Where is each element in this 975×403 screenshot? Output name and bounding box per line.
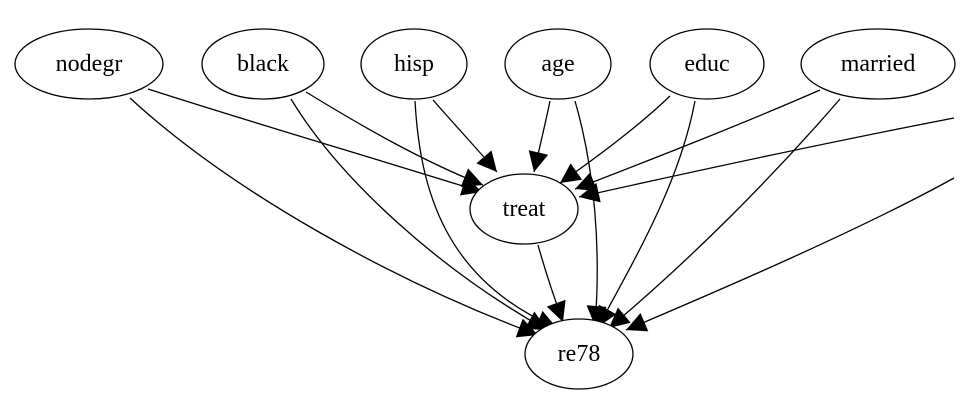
edge-married-re78 <box>608 98 841 329</box>
node-married-shape <box>800 28 956 100</box>
node-age: age <box>504 28 612 100</box>
node-educ-label: educ <box>684 51 729 77</box>
edge-educ-re78 <box>597 100 696 328</box>
edges <box>129 88 955 338</box>
edge-offscreen-re78 <box>625 177 955 332</box>
node-re78-label: re78 <box>558 341 601 367</box>
node-educ: educ <box>649 28 765 100</box>
node-treat-shape <box>469 173 579 245</box>
node-black: black <box>201 28 325 100</box>
node-treat: treat <box>469 173 579 245</box>
node-black-shape <box>201 28 325 100</box>
node-age-shape <box>504 28 612 100</box>
node-hisp-label: hisp <box>394 51 434 77</box>
edge-nodegr-re78 <box>129 97 539 338</box>
node-nodegr-shape <box>14 28 164 100</box>
edge-age-re78 <box>574 100 607 327</box>
node-married-label: married <box>841 51 916 77</box>
node-black-label: black <box>237 51 289 77</box>
edge-married-treat <box>574 89 821 192</box>
edge-black-treat <box>305 91 484 187</box>
node-hisp-shape <box>360 28 468 100</box>
edge-educ-treat <box>559 95 671 184</box>
nodes: nodegr black hisp age educ married treat <box>14 28 956 390</box>
node-nodegr: nodegr <box>14 28 164 100</box>
edge-treat-re78 <box>537 244 566 323</box>
edge-black-re78 <box>290 98 548 331</box>
node-educ-shape <box>649 28 765 100</box>
edge-hisp-treat <box>432 99 498 173</box>
edge-nodegr-treat <box>147 88 483 196</box>
node-hisp: hisp <box>360 28 468 100</box>
node-age-label: age <box>541 51 574 77</box>
edge-age-treat <box>528 100 551 173</box>
node-re78: re78 <box>524 318 634 390</box>
edge-offscreen-treat <box>578 117 955 203</box>
node-married: married <box>800 28 956 100</box>
node-treat-label: treat <box>503 196 546 222</box>
node-re78-shape <box>524 318 634 390</box>
edge-hisp-re78 <box>414 100 558 330</box>
node-nodegr-label: nodegr <box>56 51 123 77</box>
